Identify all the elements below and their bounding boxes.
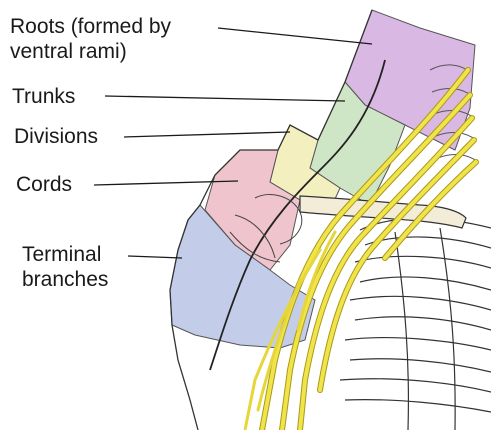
terminal-label-line1: Terminal (22, 242, 108, 267)
trunks-label: Trunks (12, 84, 75, 109)
trunks-leader-line (105, 96, 345, 101)
divisions-leader-line (124, 132, 290, 137)
terminal-leader-line (128, 256, 182, 258)
terminal-label-line2: branches (22, 267, 108, 292)
roots-label-line1: Roots (formed by (10, 14, 171, 39)
roots-label: Roots (formed by ventral rami) (10, 14, 171, 64)
terminal-branches-label: Terminal branches (22, 242, 108, 292)
roots-leader-line (218, 28, 372, 44)
roots-label-line2: ventral rami) (10, 39, 171, 64)
cords-label: Cords (16, 172, 72, 197)
rib-cage (340, 218, 491, 430)
divisions-label: Divisions (14, 124, 98, 149)
